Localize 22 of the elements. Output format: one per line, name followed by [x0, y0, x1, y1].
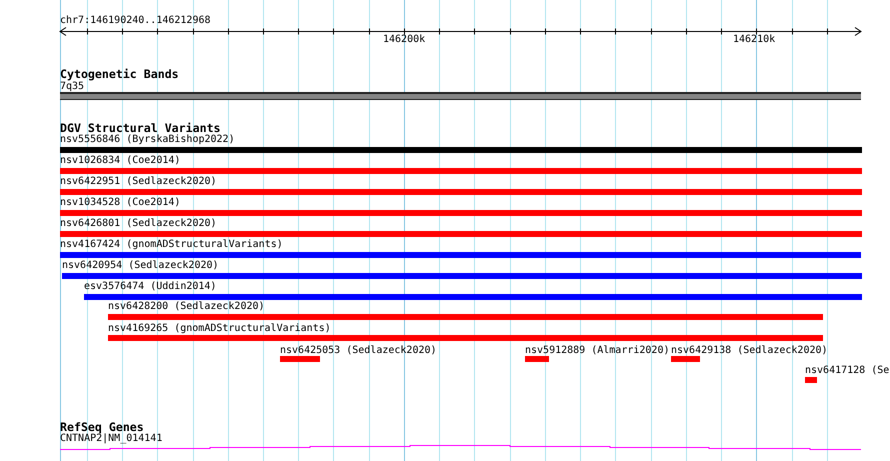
position-label: 146200k	[383, 34, 426, 46]
variant-label: nsv6417128 (Se	[805, 365, 890, 377]
position-label: 146210k	[733, 34, 776, 46]
region-coordinates: chr7:146190240..146212968	[60, 15, 211, 27]
variant-label: nsv5556846 (ByrskaBishop2022)	[60, 134, 235, 146]
variant-label: nsv5912889 (Almarri2020)	[525, 345, 670, 357]
track-title: RefSeq Genes	[60, 420, 144, 434]
variant-label: esv3576474 (Uddin2014)	[84, 281, 216, 293]
variant-label: nsv6425053 (Sedlazeck2020)	[280, 345, 437, 357]
variant-label: nsv4167424 (gnomADStructuralVariants)	[60, 239, 283, 251]
variant-label: nsv6428200 (Sedlazeck2020)	[108, 301, 265, 313]
variant-label: nsv4169265 (gnomADStructuralVariants)	[108, 323, 331, 335]
variant-label: nsv6420954 (Sedlazeck2020)	[62, 260, 219, 272]
variant-label: nsv1026834 (Coe2014)	[60, 155, 180, 167]
track-title: DGV Structural Variants	[60, 121, 221, 135]
variant-label: nsv6422951 (Sedlazeck2020)	[60, 176, 217, 188]
variant-label: nsv6426801 (Sedlazeck2020)	[60, 218, 217, 230]
variant-label: nsv1034528 (Coe2014)	[60, 197, 180, 209]
band-label: 7q35	[60, 81, 84, 93]
variant-label: nsv6429138 (Sedlazeck2020)	[671, 345, 828, 357]
gene-label: CNTNAP2|NM_014141	[60, 433, 162, 445]
track-title: Cytogenetic Bands	[60, 67, 179, 81]
